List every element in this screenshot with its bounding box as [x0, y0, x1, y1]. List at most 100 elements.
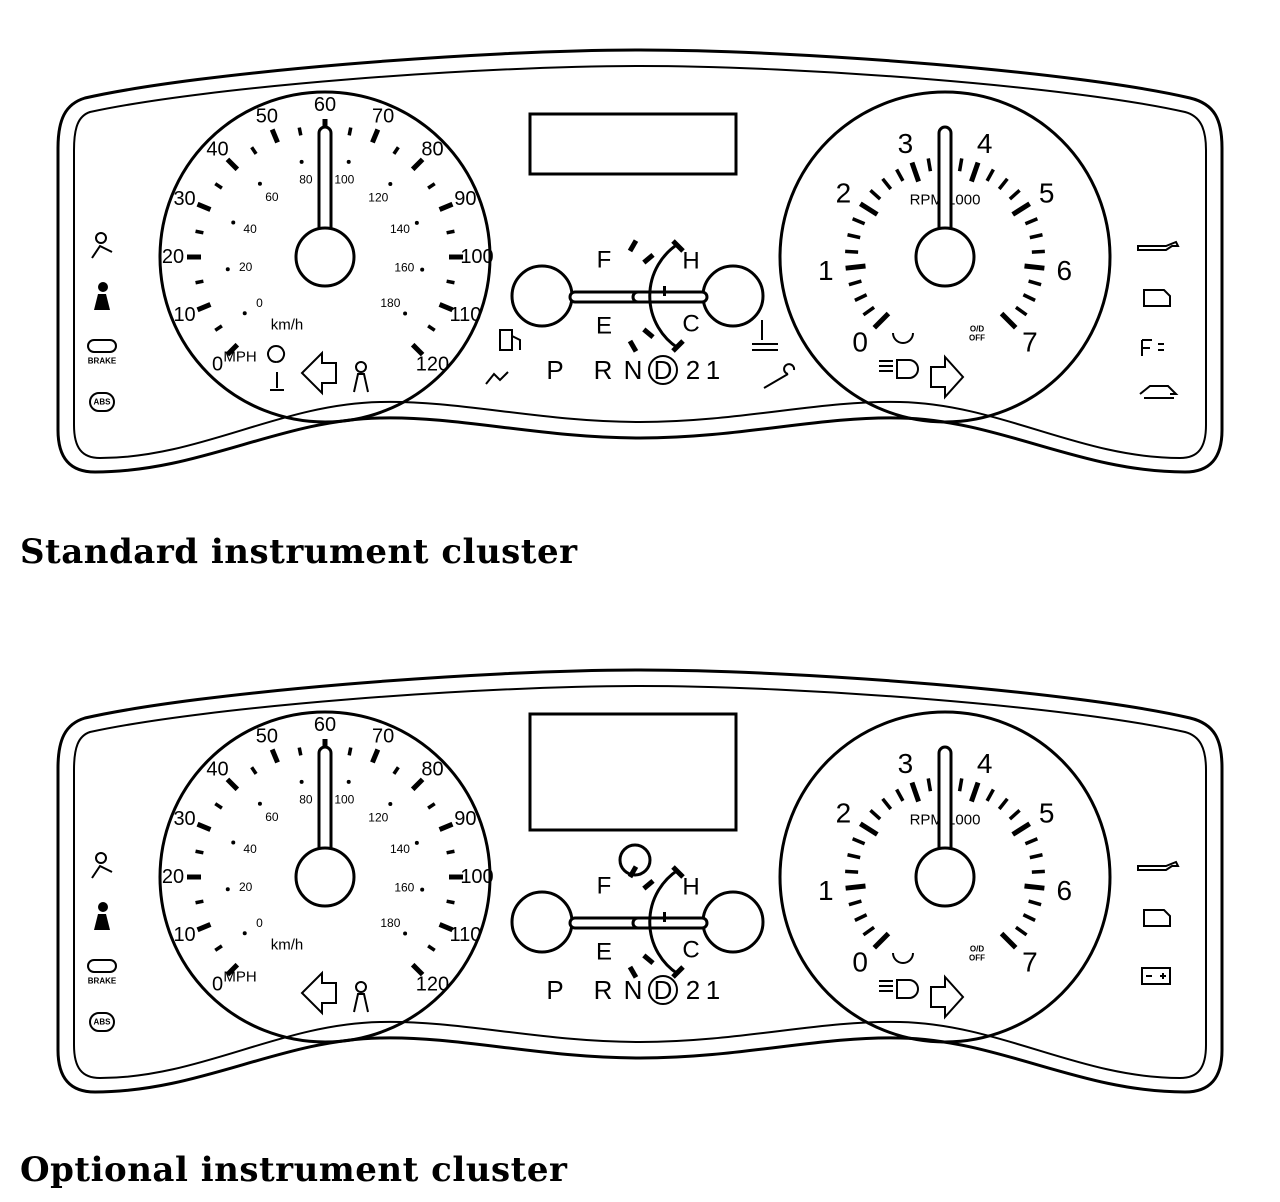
speedometer-tick	[427, 944, 436, 952]
wrench-icon	[763, 363, 796, 389]
speedometer-tick	[370, 748, 381, 764]
oil-pressure-icon	[1137, 240, 1180, 251]
temp-gauge-arc	[648, 868, 679, 976]
mph-tick-label: 80	[421, 139, 443, 161]
tachometer-tick	[957, 778, 964, 792]
mph-tick-label: 20	[162, 866, 184, 888]
overdrive-icon	[485, 371, 509, 385]
od-label: O/D	[970, 325, 984, 334]
speedometer-tick	[347, 747, 353, 756]
fuel-gauge-tick	[642, 327, 655, 340]
brake-icon	[87, 339, 117, 353]
fuel-gauge-tick	[627, 865, 639, 879]
kmh-unit-label: km/h	[271, 937, 304, 954]
mph-tick-label: 40	[206, 139, 228, 161]
mph-tick-label: 110	[449, 924, 481, 946]
speedometer-tick	[297, 127, 303, 136]
temp-cold-label: C	[682, 937, 699, 964]
brake-label: BRAKE	[88, 357, 117, 366]
tachometer-dial	[778, 710, 1112, 1044]
speedometer-tick	[427, 802, 436, 810]
kmh-tick-dot	[346, 159, 351, 164]
tachometer-tick	[848, 899, 862, 907]
coolant-icon	[752, 320, 778, 351]
mph-tick-label: 60	[314, 714, 336, 736]
gear-label-2: 2	[686, 975, 700, 1005]
gear-label-n: N	[624, 975, 643, 1005]
kmh-tick-label: 120	[368, 190, 388, 204]
battery-icon	[1141, 967, 1171, 985]
mph-tick-label: 10	[173, 924, 195, 946]
tachometer-tick	[845, 249, 859, 254]
tachometer-tick	[881, 797, 893, 811]
gear-label-n: N	[624, 355, 643, 385]
kmh-tick-dot	[414, 840, 419, 845]
speedometer-tick	[269, 748, 280, 764]
mph-tick-label: 120	[416, 973, 449, 995]
temp-gauge-tick	[671, 239, 685, 253]
odometer-window	[528, 112, 738, 176]
tachometer-tick	[858, 201, 879, 217]
tachometer-tick	[1029, 853, 1043, 860]
fuel-full-label: F	[597, 247, 612, 274]
tachometer-tick	[881, 177, 893, 191]
left-turn-arrow-icon	[300, 970, 337, 1016]
off-label: OFF	[969, 954, 985, 963]
speedometer-tick	[269, 128, 280, 144]
tachometer-tick	[985, 788, 995, 802]
tachometer-tick	[869, 189, 882, 201]
mph-tick-label: 50	[256, 726, 278, 748]
mph-tick-label: 80	[421, 759, 443, 781]
speedometer-tick	[225, 962, 240, 977]
gear-label-d: D	[654, 355, 673, 385]
check-engine-icon	[1143, 909, 1171, 927]
rpm-tick-label: 4	[977, 748, 993, 779]
mph-unit-label: MPH	[223, 349, 256, 366]
tachometer-tick	[854, 293, 868, 302]
tachometer-tick	[872, 931, 891, 950]
tachometer-tick	[1011, 201, 1032, 217]
trip-reset-button	[618, 843, 652, 877]
tachometer-tick	[872, 311, 891, 330]
seatbelt-icon	[94, 282, 110, 310]
tachometer-tick	[851, 217, 866, 226]
speedometer-hub	[294, 846, 356, 908]
rpm-tick-label: 2	[836, 178, 852, 209]
airbag-icon	[91, 852, 113, 879]
kmh-tick-dot	[257, 181, 262, 186]
fuel-gauge-tick	[627, 965, 639, 979]
tachometer-tick	[869, 809, 882, 821]
kmh-tick-dot	[242, 931, 247, 936]
kmh-tick-label: 80	[299, 792, 313, 806]
od-label: O/D	[970, 945, 984, 954]
caption-standard-cluster: Standard instrument cluster	[20, 532, 578, 572]
speedometer-tick	[196, 201, 212, 212]
mph-tick-label: 60	[314, 94, 336, 116]
fuel-full-label: F	[597, 873, 612, 900]
temp-cold-label: C	[682, 311, 699, 338]
kmh-tick-label: 60	[265, 810, 279, 824]
mph-unit-label: MPH	[223, 969, 256, 986]
abs-icon	[89, 392, 115, 412]
kmh-tick-label: 40	[243, 842, 257, 856]
kmh-tick-dot	[299, 159, 304, 164]
tachometer-tick	[997, 177, 1009, 191]
tachometer-tick	[1024, 837, 1039, 846]
kmh-tick-label: 20	[239, 880, 253, 894]
kmh-tick-label: 60	[265, 190, 279, 204]
tachometer-tick	[895, 788, 905, 802]
rpm-tick-label: 7	[1022, 326, 1038, 357]
tachometer-tick	[847, 233, 861, 240]
kmh-tick-dot	[403, 931, 408, 936]
kmh-tick-label: 20	[239, 260, 253, 274]
tachometer-tick	[847, 853, 861, 860]
speedometer-tick	[196, 922, 212, 933]
passenger-icon	[353, 981, 369, 1013]
speedometer-tick	[196, 302, 212, 313]
speedometer-tick	[297, 747, 303, 756]
kmh-tick-dot	[414, 220, 419, 225]
speedometer-hub	[294, 226, 356, 288]
rpm-tick-label: 6	[1056, 255, 1072, 286]
temp-gauge-hub	[701, 264, 765, 328]
